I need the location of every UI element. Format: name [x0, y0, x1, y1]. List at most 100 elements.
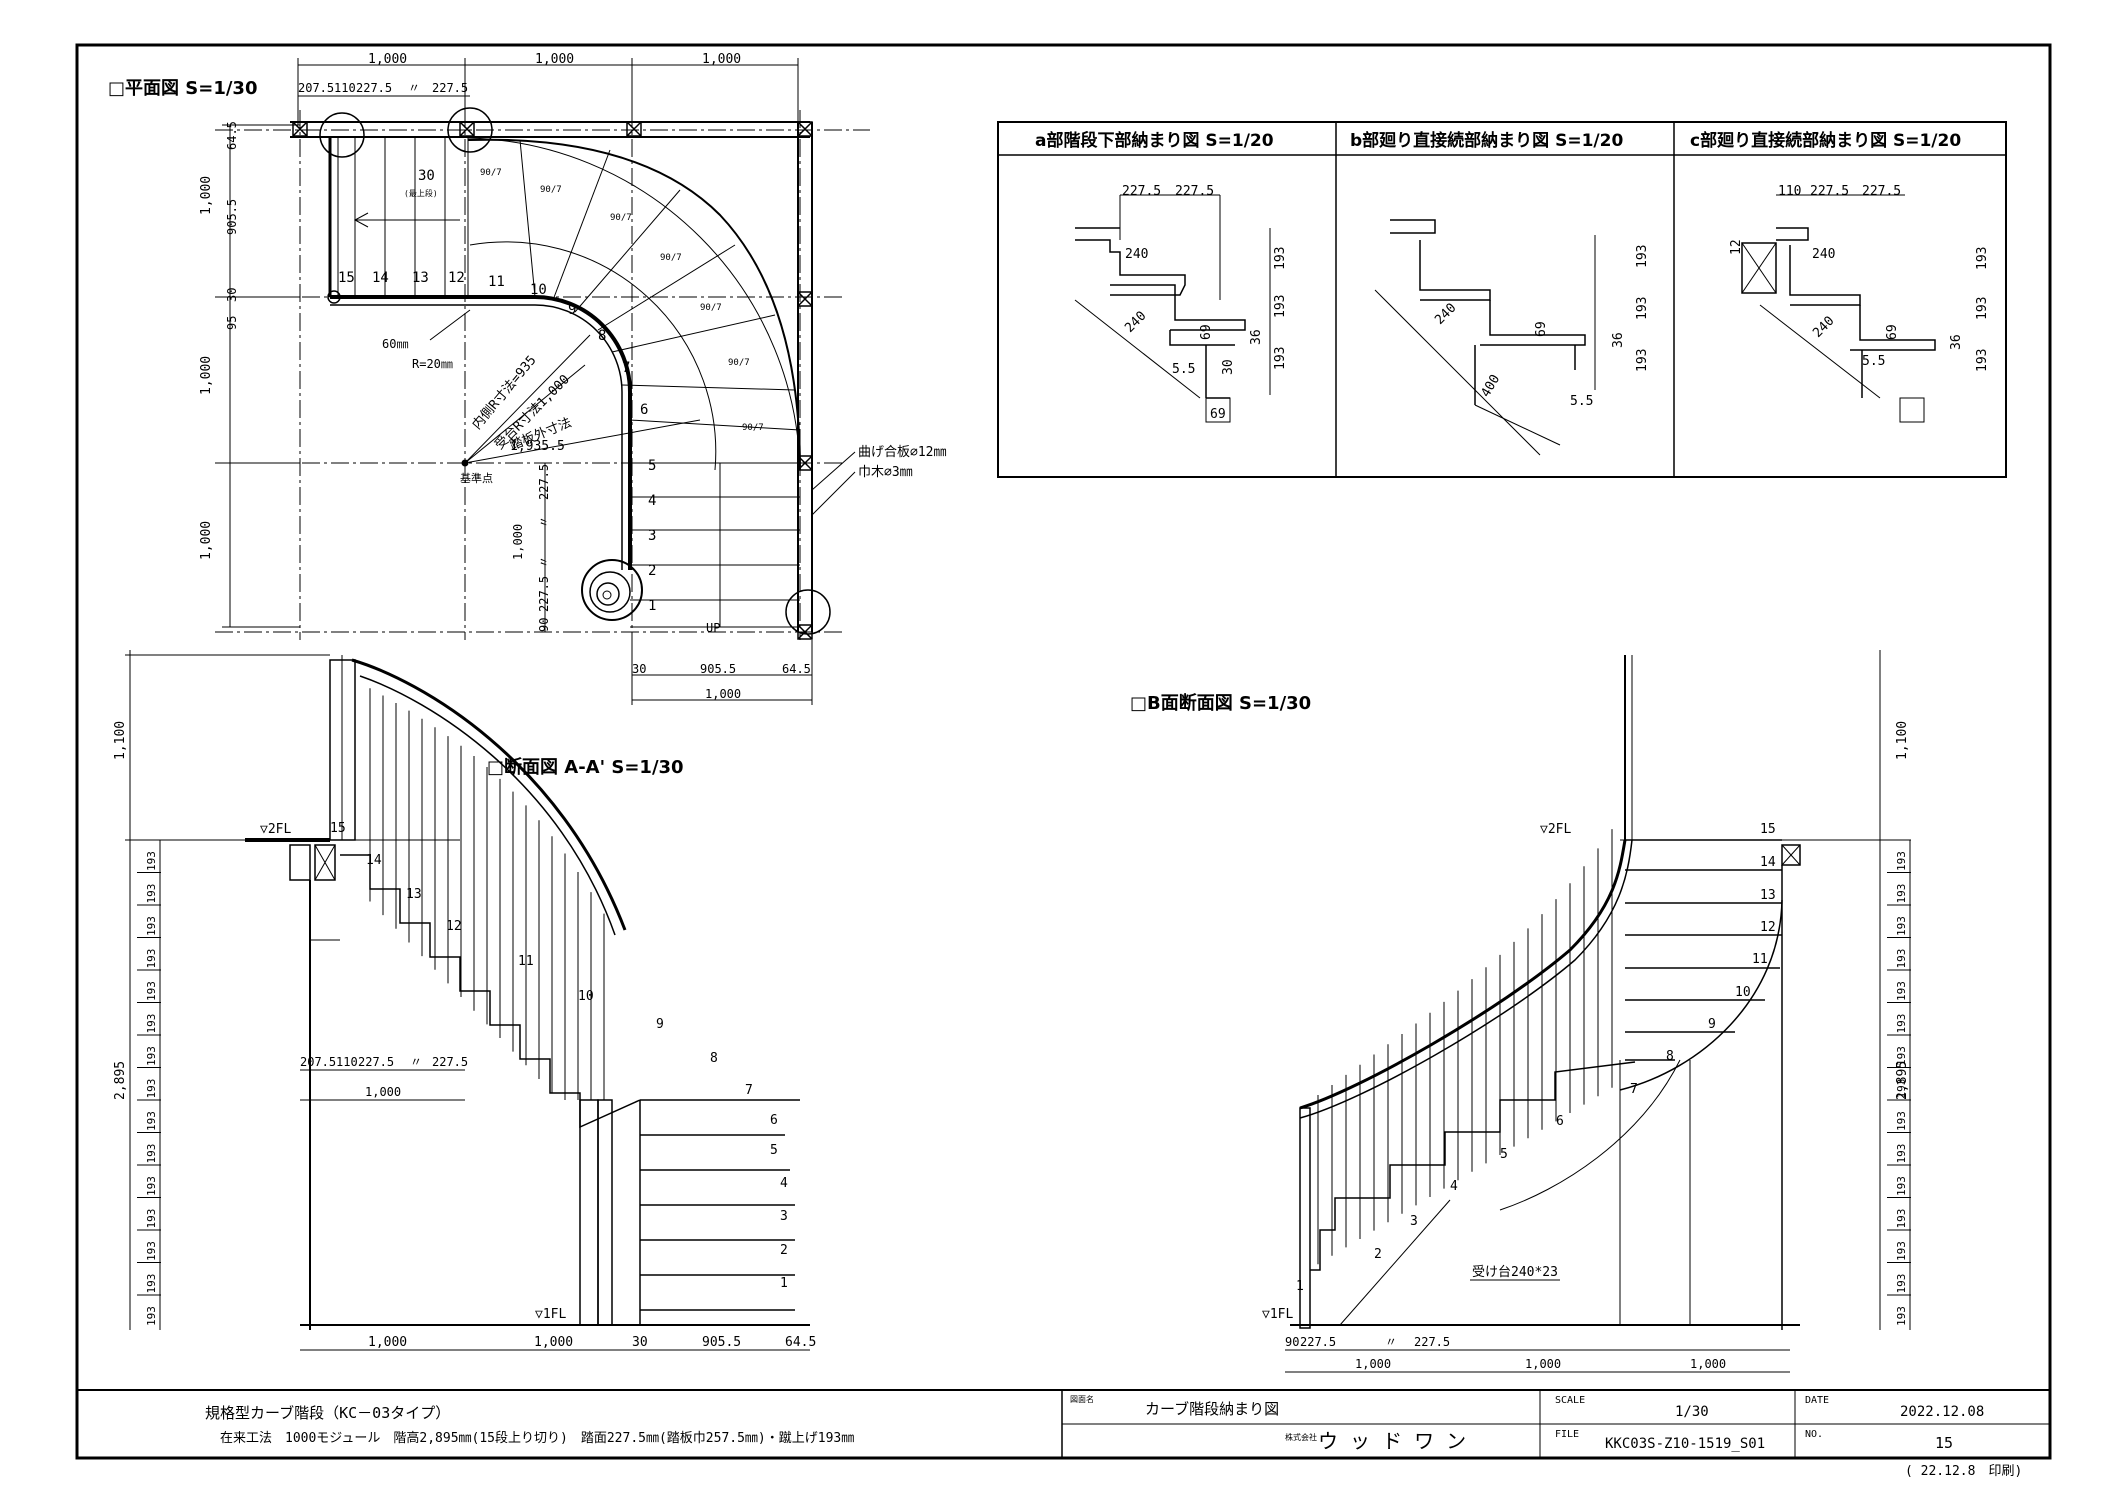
detail-a-title: a部階段下部納まり図 S=1/20 — [1035, 130, 1274, 151]
aa-step-14: 14 — [366, 853, 382, 868]
tb-scale: 1/30 — [1675, 1404, 1709, 1420]
detail-a-dim-6: 5.5 — [1172, 362, 1195, 377]
plan-left-dim-1: 64.5 — [225, 121, 239, 150]
aa-step-1: 1 — [780, 1276, 788, 1291]
aa-step-11: 11 — [518, 954, 534, 969]
detail-c-drawing — [1741, 194, 1936, 423]
b-step-13: 13 — [1760, 888, 1776, 903]
aa-mid-dim-1: 207.5 — [300, 1055, 336, 1069]
detail-a-dim-9: 193 — [1273, 247, 1288, 270]
b-step-8: 8 — [1666, 1049, 1674, 1064]
tb-product: 規格型カーブ階段（KC－03タイプ） — [205, 1404, 450, 1422]
plan-sub-dim-1: 207.5 — [298, 81, 334, 95]
detail-a-dim-12: 193 — [1273, 347, 1288, 370]
sheet-border — [75, 43, 2052, 1460]
aa-step-9: 9 — [656, 1017, 664, 1032]
detail-marker-a — [319, 112, 365, 158]
b-riser-9: 193 — [1895, 1111, 1908, 1131]
b-step-3: 3 — [1410, 1214, 1418, 1229]
aa-mid-total: 1,000 — [365, 1085, 401, 1099]
plan-bottom-dim-1: 30 — [632, 662, 646, 676]
plan-top-dim-2: 1,000 — [535, 52, 574, 67]
detail-a-dim-3: 240 — [1125, 247, 1148, 262]
plan-sub-dim-4: 〃 — [408, 81, 420, 95]
plan-step-1: 1 — [648, 598, 656, 614]
plan-step-14: 14 — [372, 270, 389, 286]
plan-inner-dim-3: 1,000 — [511, 524, 525, 560]
detail-c-dim-9: 193 — [1975, 247, 1990, 270]
b-bottom-dim-3: 〃 — [1385, 1335, 1397, 1349]
b-step-11: 11 — [1752, 952, 1768, 967]
detail-c-dim-2: 227.5 — [1810, 184, 1849, 199]
plan-top-dim-1: 1,000 — [368, 52, 407, 67]
b-step-2: 2 — [1374, 1247, 1382, 1262]
b-rail-height: 1,100 — [1895, 721, 1910, 760]
b-riser-7: 193 — [1895, 1046, 1908, 1066]
detail-b-dim-1: 240 — [1432, 301, 1459, 328]
plan-step-9: 9 — [568, 302, 576, 318]
detail-b-dim-5: 193 — [1635, 245, 1650, 268]
plan-step-15: 15 — [338, 270, 355, 286]
plan-step-8: 8 — [598, 328, 606, 344]
detail-b-dim-2: 69 — [1534, 321, 1549, 337]
plan-left-dim-7: 1,000 — [199, 521, 214, 560]
plan-rail-note-1: 60㎜ — [382, 337, 408, 351]
aa-riser-7: 193 — [145, 1046, 158, 1066]
plan-step-12: 12 — [448, 270, 465, 286]
plan-angle-2: 90/7 — [540, 185, 562, 195]
b-riser-5: 193 — [1895, 981, 1908, 1001]
plan-inner-dim-5: 90 — [537, 618, 551, 632]
b-step-7: 7 — [1630, 1082, 1638, 1097]
plan-sub-dim-3: 227.5 — [356, 81, 392, 95]
plan-bottom-dim-2: 905.5 — [700, 662, 736, 676]
aa-riser-3: 193 — [145, 916, 158, 936]
b-riser-11: 193 — [1895, 1176, 1908, 1196]
aa-riser-12: 193 — [145, 1209, 158, 1229]
plan-step-5: 5 — [648, 458, 656, 474]
aa-mid-dim-4: 〃 — [410, 1055, 422, 1069]
aa-riser-15: 193 — [145, 1306, 158, 1326]
plan-bottom-dim-4: 1,000 — [705, 687, 741, 701]
plan-up-label: UP — [706, 621, 720, 635]
aa-stringer — [340, 854, 641, 1129]
plan-top-dim-3: 1,000 — [702, 52, 741, 67]
b-riser-10: 193 — [1895, 1144, 1908, 1164]
aa-riser-14: 193 — [145, 1274, 158, 1294]
plan-inner-dim-6: 227.5 — [537, 576, 551, 612]
tb-date: 2022.12.08 — [1900, 1404, 1984, 1420]
plan-step-7: 7 — [622, 360, 630, 376]
aa-riser-13: 193 — [145, 1241, 158, 1261]
aa-fl2: ▽2FL — [260, 822, 291, 837]
plan-landing-sub: (最上段) — [404, 188, 438, 198]
b-step-12: 12 — [1760, 920, 1776, 935]
detail-c-dim-8: 5.5 — [1862, 354, 1885, 369]
b-riser-1: 193 — [1895, 851, 1908, 871]
aa-height-total: 2,895 — [113, 1061, 128, 1100]
tb-spec: 在来工法 1000モジュール 階高2,895㎜(15段上り切り) 踏面227.5… — [220, 1430, 854, 1446]
detail-c-dim-10: 193 — [1975, 297, 1990, 320]
b-support-note: 受け台240*23 — [1472, 1265, 1558, 1280]
tb-file-label: FILE — [1555, 1429, 1579, 1440]
b-bottom-dim-6: 1,000 — [1525, 1357, 1561, 1371]
detail-b-dim-6: 193 — [1635, 297, 1650, 320]
plan-inner-dim-1: 227.5 — [537, 464, 551, 500]
b-riser-8: 193 — [1895, 1079, 1908, 1099]
detail-b-dim-4: 5.5 — [1570, 394, 1593, 409]
tb-date-label: DATE — [1805, 1395, 1829, 1406]
b-riser-14: 193 — [1895, 1274, 1908, 1294]
aa-riser-10: 193 — [145, 1144, 158, 1164]
plan-angle-1: 90/7 — [480, 168, 502, 178]
aa-rail-height: 1,100 — [113, 721, 128, 760]
b-step-9: 9 — [1708, 1017, 1716, 1032]
section-b-title: □B面断面図 S=1/30 — [1130, 692, 1311, 714]
plan-angle-5: 90/7 — [700, 303, 722, 313]
detail-c-title: c部廻り直接続部納まり図 S=1/20 — [1690, 130, 1961, 151]
detail-c-dim-7: 69 — [1885, 324, 1900, 340]
plan-step-4: 4 — [648, 493, 656, 509]
b-riser-13: 193 — [1895, 1241, 1908, 1261]
aa-riser-5: 193 — [145, 981, 158, 1001]
aa-bottom-dim-4: 905.5 — [702, 1335, 741, 1350]
plan-inner-dim-4: 〃 — [537, 556, 551, 568]
tb-no: 15 — [1935, 1434, 1953, 1452]
